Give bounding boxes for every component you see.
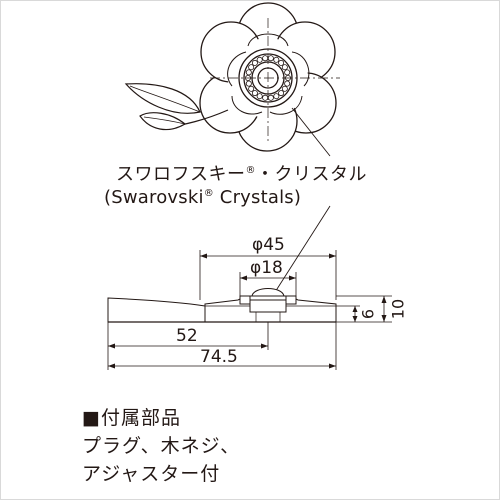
crystal-bead: [251, 90, 258, 97]
dim-length-total: 74.5: [200, 347, 238, 367]
side-cup: [249, 299, 287, 313]
crystal-bead: [256, 56, 263, 63]
flower-inner-petals: [227, 33, 310, 115]
leaf-branch: [124, 83, 229, 131]
side-arm: [107, 297, 206, 323]
dim-height-total: 10: [389, 299, 408, 319]
crystal-bead: [281, 85, 288, 92]
crystal-leader-line-lower: [269, 205, 331, 301]
crystal-label-jp-text: スワロフスキー: [116, 164, 246, 185]
dim-inner-diameter: φ18: [250, 258, 283, 278]
flower-top-view: [199, 2, 337, 152]
accessories-line-2: アジャスター付: [82, 463, 221, 485]
crystal-bead: [278, 59, 285, 66]
dim-height-base: 6: [359, 309, 378, 319]
dim-outer-diameter: φ45: [252, 235, 285, 255]
crystal-label-jp: スワロフスキー®・クリスタル: [116, 160, 367, 186]
side-left-step: [239, 295, 251, 305]
side-view: [107, 288, 337, 323]
accessories-bullet: ■: [82, 407, 101, 429]
crystal-bead: [256, 93, 263, 100]
crystal-bead: [284, 69, 291, 76]
crystal-bead: [251, 59, 258, 66]
crystal-bead: [284, 80, 291, 87]
accessories-line-1: プラグ、木ネジ、: [82, 435, 241, 457]
crystal-bead: [245, 69, 252, 76]
registered-mark-jp: ®: [245, 165, 256, 176]
crystal-label-en-open: (Swarovski: [104, 187, 204, 208]
registered-mark-en: ®: [203, 188, 214, 199]
side-crystal: [251, 288, 285, 297]
crystal-leader-line: [291, 107, 331, 157]
crystal-label-jp-suffix: ・クリスタル: [256, 164, 367, 185]
crystal-bead: [248, 85, 255, 92]
accessories-title: 付属部品: [100, 407, 181, 429]
crystal-bead: [248, 64, 255, 71]
crystal-beads: [244, 55, 291, 101]
crystal-label-en-close: Crystals): [213, 187, 302, 208]
crystal-label-en: (Swarovski® Crystals): [104, 187, 301, 208]
dim-length-center: 52: [176, 326, 198, 346]
accessories-heading: ■付属部品: [82, 403, 181, 430]
crystal-bead: [273, 56, 280, 63]
crystal-bead: [278, 90, 285, 97]
crystal-bead: [281, 64, 288, 71]
center-lines: [210, 18, 340, 144]
crystal-bead: [273, 93, 280, 100]
side-right-step: [285, 295, 297, 305]
crystal-bead: [245, 80, 252, 87]
dimension-arrows: [108, 253, 387, 369]
dimension-lines: [107, 250, 392, 370]
